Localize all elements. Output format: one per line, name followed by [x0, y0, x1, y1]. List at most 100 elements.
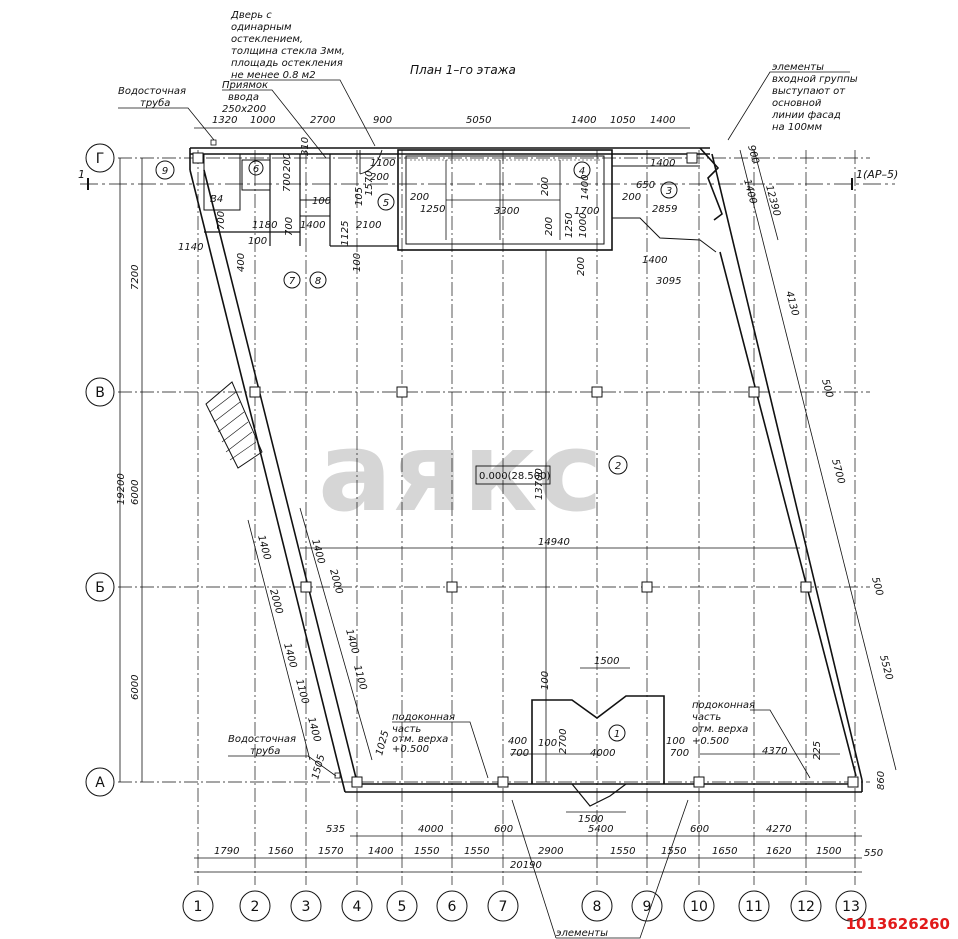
dim-a-1500-top: 1500 — [594, 656, 619, 667]
dim-b2-4: 600 — [690, 824, 709, 835]
dim-b1-4: 1550 — [414, 846, 439, 857]
dim-top-1400b: 1400 — [650, 115, 675, 126]
dim-ti-6: 200 — [540, 177, 551, 196]
dim-b1-3: 1400 — [368, 846, 393, 857]
dim-dr-500b: 500 — [869, 576, 885, 597]
dim-b2-3: 5400 — [588, 824, 613, 835]
dim-ti-21: 700 — [284, 217, 295, 236]
dim-b1-11: 1500 — [816, 846, 841, 857]
svg-text:Водосточная: Водосточная — [228, 734, 296, 745]
dim-b2-2: 600 — [494, 824, 513, 835]
room-tag-9: 9 — [162, 166, 168, 177]
svg-text:площадь остекления: площадь остекления — [231, 58, 343, 69]
svg-text:основной: основной — [772, 98, 822, 109]
svg-text:труба: труба — [250, 745, 280, 757]
col-axis-11: 11 — [745, 899, 763, 915]
dim-b1-6: 2900 — [538, 846, 563, 857]
dim-b1-9: 1650 — [712, 846, 737, 857]
dim-dl-3: 2000 — [267, 588, 284, 615]
middle-dimensions: 14940 13700 — [300, 250, 800, 782]
room-tag-v4: В4 — [210, 194, 223, 205]
svg-text:+0.500: +0.500 — [692, 736, 729, 747]
dim-b1-0: 1790 — [214, 846, 239, 857]
watermark: аякс — [318, 408, 603, 536]
dim-bottom-total: 20190 — [510, 860, 542, 871]
dim-top-1000: 1000 — [250, 115, 275, 126]
top-dimension-chain: 1320 1000 2700 900 5050 1400 1050 1400 — [194, 115, 690, 129]
svg-text:Приямок: Приямок — [222, 80, 268, 91]
dim-13700: 13700 — [534, 468, 545, 500]
svg-text:элементы: элементы — [772, 62, 824, 73]
dim-ti-7: 1400 — [580, 175, 591, 200]
svg-text:одинарным: одинарным — [231, 22, 292, 33]
plan-title: План 1–го этажа — [410, 63, 516, 77]
room-tag-4: 4 — [579, 166, 585, 177]
col-axis-10: 10 — [690, 899, 708, 915]
room-tags: 9 6 5 4 3 2 1 7 8 В4 — [155, 160, 678, 742]
dim-a-4370: 4370 — [762, 746, 787, 757]
col-axis-1: 1 — [194, 899, 203, 915]
dim-dl-6: 1100 — [351, 664, 368, 691]
dim-left-total: 19200 — [116, 473, 127, 505]
section-mark-left: 1 — [78, 168, 85, 181]
dim-dr-900: 900 — [745, 144, 761, 165]
dim-a-100c: 100 — [540, 671, 551, 690]
svg-text:входной группы: входной группы — [772, 74, 858, 85]
dim-dr-5520: 5520 — [877, 654, 894, 681]
grid-rows — [118, 157, 870, 783]
dim-ti-25: 1140 — [178, 242, 203, 253]
dim-b1-12: 550 — [864, 848, 883, 859]
dim-14940: 14940 — [538, 537, 570, 548]
dim-top-2700: 2700 — [310, 115, 335, 126]
dim-dl-7: 1100 — [293, 678, 310, 705]
dim-ti-5: 3300 — [494, 206, 519, 217]
col-axis-12: 12 — [797, 899, 815, 915]
dim-a-700: 700 — [510, 748, 529, 759]
svg-text:остеклением,: остеклением, — [231, 34, 303, 45]
dim-ti-9: 1250 — [564, 213, 575, 238]
dim-a-4000: 4000 — [590, 748, 615, 759]
dim-ti-13: 200 — [622, 192, 641, 203]
dim-ti-29: 700 — [216, 211, 227, 230]
dim-ti-22: 100 — [248, 236, 267, 247]
col-axis-8: 8 — [593, 899, 602, 915]
dim-ti-33: 200 — [544, 217, 555, 236]
svg-text:линии фасад: линии фасад — [771, 110, 841, 121]
dim-ti-16: 3095 — [656, 276, 681, 287]
room-tag-8: 8 — [315, 276, 321, 287]
dim-ti-8: 1400 — [650, 158, 675, 169]
dim-b1-7: 1550 — [610, 846, 635, 857]
dim-dr-5700: 5700 — [829, 458, 846, 485]
svg-text:не менее 0.8 м2: не менее 0.8 м2 — [231, 70, 316, 81]
svg-text:на 100мм: на 100мм — [772, 122, 822, 133]
column-axis-markers: 1 2 3 4 5 6 7 8 9 10 11 12 13 — [182, 890, 867, 922]
dim-a-700b: 700 — [670, 748, 689, 759]
col-axis-13: 13 — [842, 899, 860, 915]
col-axis-3: 3 — [302, 899, 311, 915]
dim-a-2700: 2700 — [558, 729, 569, 754]
dim-dr-12390: 12390 — [763, 184, 782, 218]
stair-hatching — [209, 159, 600, 461]
dim-left-6000b: 6000 — [130, 675, 141, 700]
dim-top-1400: 1400 — [571, 115, 596, 126]
dim-dr-4130: 4130 — [783, 290, 800, 317]
dim-ti-28: 100 — [352, 253, 363, 272]
room-tag-5: 5 — [383, 198, 389, 209]
dim-b1-10: 1620 — [766, 846, 791, 857]
svg-text:Дверь с: Дверь с — [230, 10, 272, 21]
right-diagonal-dimensions: 4130 12390 500 5700 500 5520 900 1400 — [739, 144, 897, 771]
dim-b1-8: 1550 — [661, 846, 686, 857]
dim-a-100b: 100 — [666, 736, 685, 747]
room-tag-3: 3 — [666, 186, 672, 197]
dim-dl-2: 2000 — [327, 568, 344, 595]
elevation-label: 0.000(28.500) — [479, 471, 551, 482]
room-tag-1: 1 — [614, 729, 620, 740]
dim-left-7200: 7200 — [130, 265, 141, 290]
dim-ti-2: 1570 — [364, 171, 375, 196]
svg-text:Водосточная: Водосточная — [118, 86, 186, 97]
door-note: Дверь с одинарным остеклением, толщина с… — [230, 10, 376, 147]
dim-ti-12: 650 — [636, 180, 655, 191]
dim-top-1050: 1050 — [610, 115, 635, 126]
svg-text:отм. верха: отм. верха — [392, 734, 448, 745]
